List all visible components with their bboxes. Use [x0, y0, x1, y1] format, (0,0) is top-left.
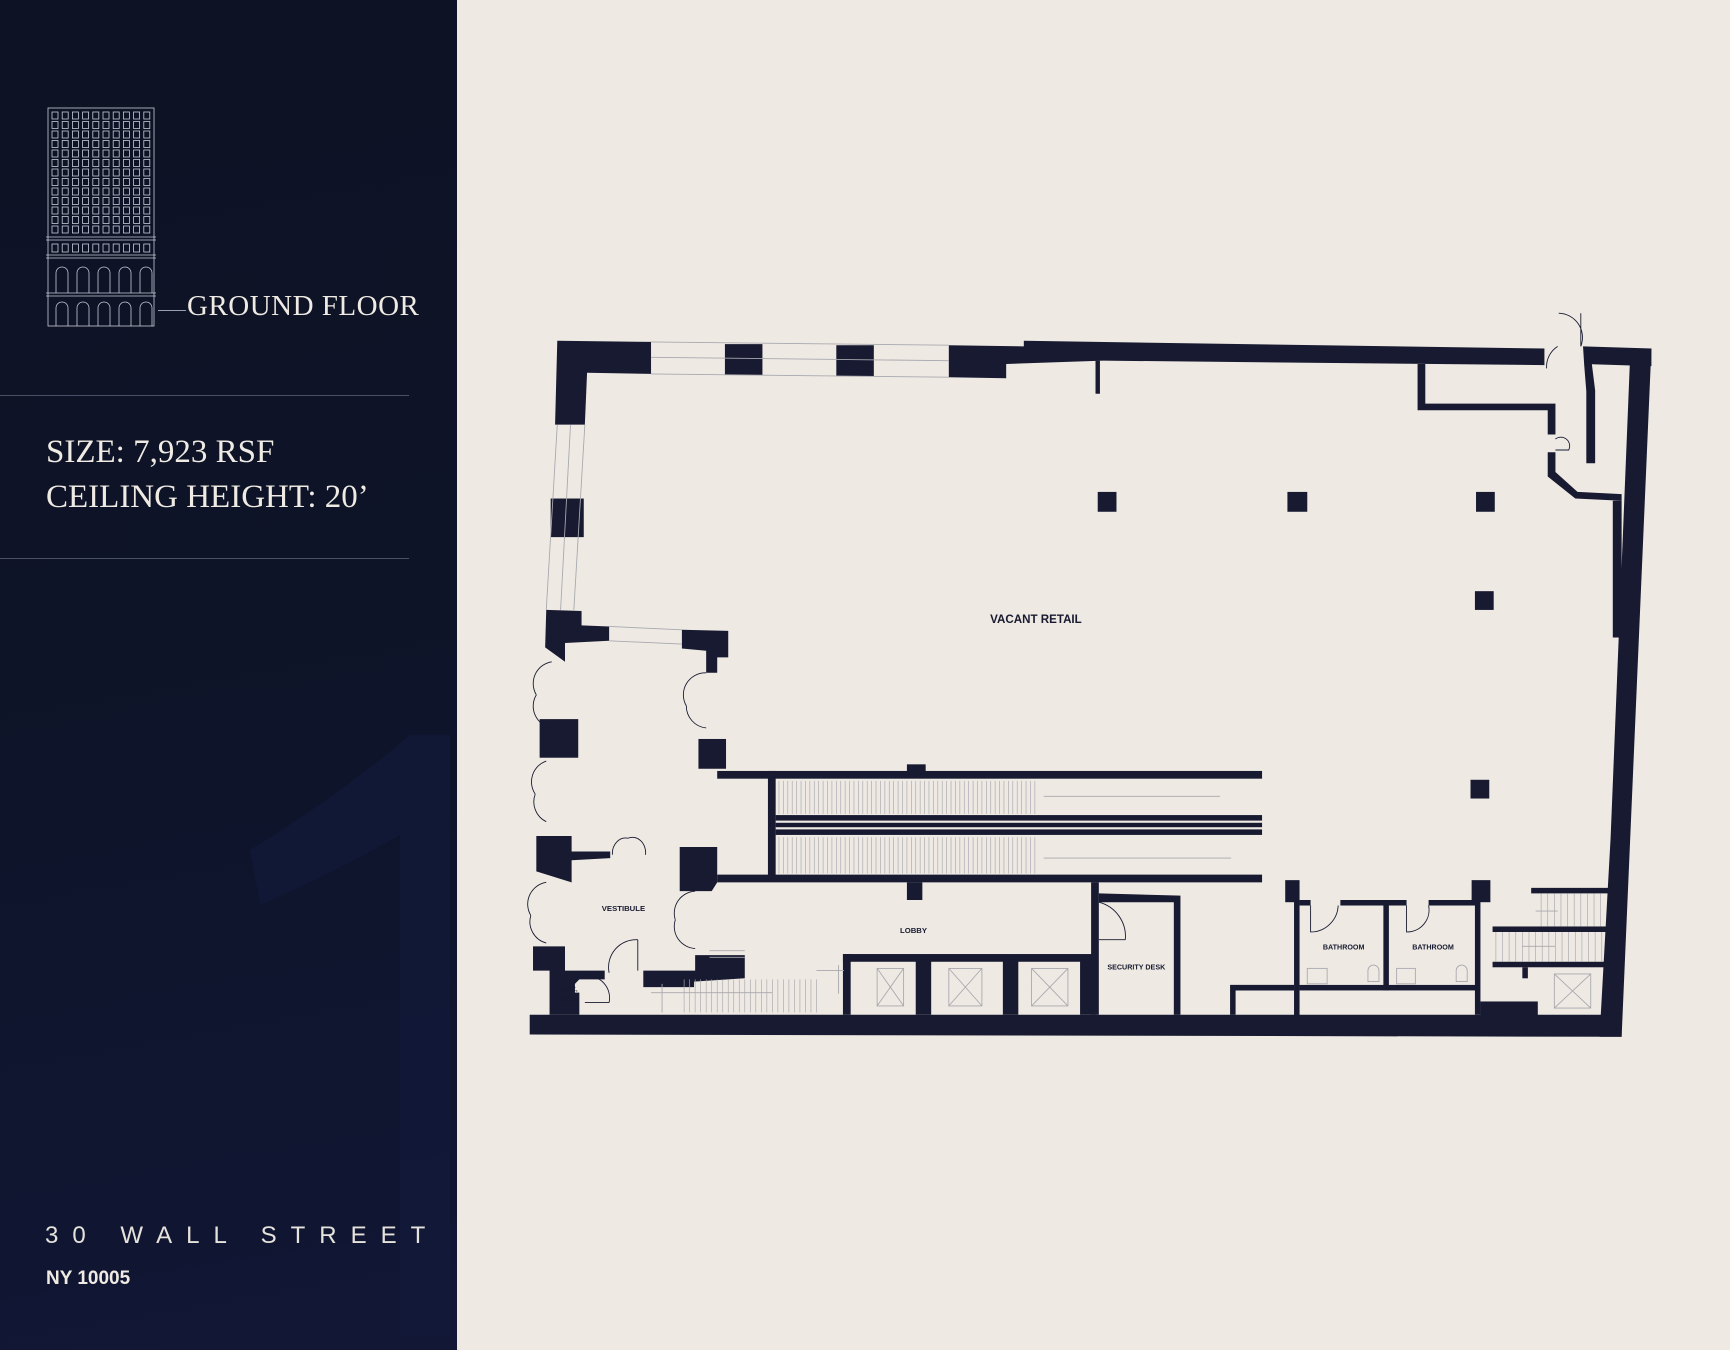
leader-line [158, 310, 186, 311]
divider [0, 558, 409, 559]
walls [529, 340, 1652, 1037]
floor-number-watermark [250, 735, 450, 1335]
building-elevation-icon [46, 107, 156, 327]
room-label-bathroom: BATHROOM [1323, 944, 1365, 952]
windows-and-doors [527, 312, 1592, 1013]
room-label-elec-room: ELEC. [557, 986, 578, 994]
ceiling-height-spec: CEILING HEIGHT: 20’ [46, 479, 369, 515]
floor-title: GROUND FLOOR [187, 290, 420, 322]
columns [1097, 491, 1495, 799]
size-spec: SIZE: 7,923 RSF [46, 434, 275, 470]
room-label-security-desk: SECURITY DESK [1107, 963, 1166, 971]
divider [0, 395, 409, 396]
room-label-lobby: LOBBY [900, 926, 928, 935]
sidebar: GROUND FLOOR SIZE: 7,923 RSF CEILING HEI… [0, 0, 457, 1350]
escalator-treads [683, 780, 1603, 1013]
room-label-vestibule: VESTIBULE [602, 904, 645, 913]
room-label-elec-room: ROOM [556, 995, 578, 1003]
room-label-vacant-retail: VACANT RETAIL [990, 614, 1082, 626]
room-label-bathroom: BATHROOM [1412, 944, 1454, 952]
zip-code: NY 10005 [46, 1268, 131, 1289]
building-address: 30 WALL STREET [45, 1222, 440, 1249]
